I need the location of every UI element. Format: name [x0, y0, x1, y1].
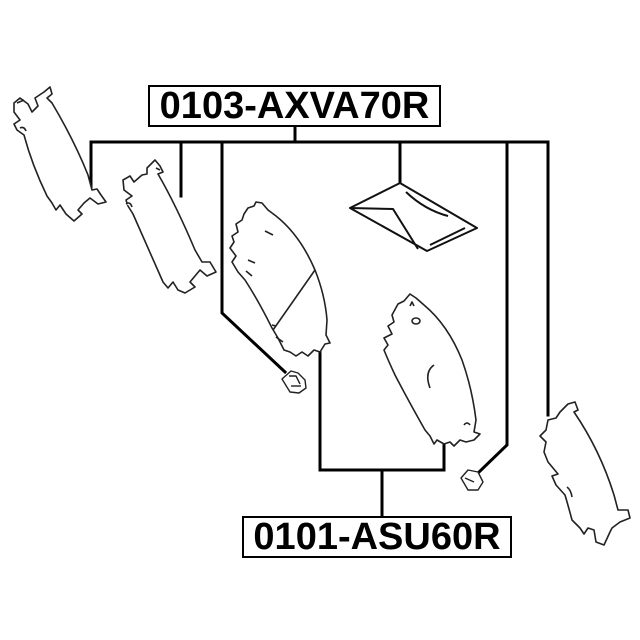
pad-set-part-number-label: 0101-ASU60R [242, 516, 512, 558]
kit-leader-lines [89, 125, 550, 476]
brake-pad-right [383, 293, 481, 447]
wear-clip-right [460, 469, 484, 491]
wear-clip-left [281, 370, 307, 394]
grease-packet [349, 182, 478, 252]
pad-leader-lines [318, 348, 446, 518]
shim-inner-left [122, 159, 217, 294]
shim-far-right [539, 401, 631, 546]
shim-far-left [13, 86, 107, 222]
brake-pad-left [229, 201, 331, 357]
kit-part-number-label: 0103-AXVA70R [148, 85, 441, 127]
